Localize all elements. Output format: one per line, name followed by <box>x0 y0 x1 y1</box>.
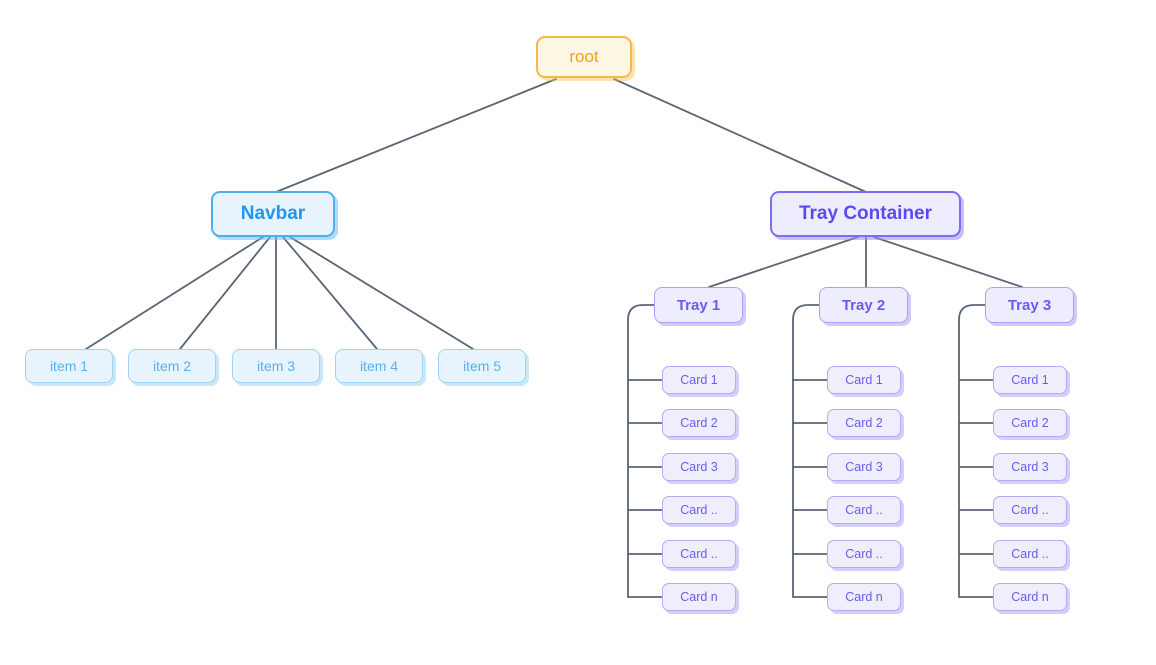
node-root[interactable]: root <box>536 36 632 78</box>
node-tray-1-card-5[interactable]: Card .. <box>662 540 736 568</box>
edge-navbar-item-2 <box>179 236 271 350</box>
node-tray-2-card-3[interactable]: Card 3 <box>827 453 901 481</box>
node-tray-2[interactable]: Tray 2 <box>819 287 908 323</box>
node-tray-1-card-2[interactable]: Card 2 <box>662 409 736 437</box>
edge-root-traycontainer <box>613 78 867 193</box>
node-nav-item-5[interactable]: item 5 <box>438 349 526 383</box>
node-nav-item-1[interactable]: item 1 <box>25 349 113 383</box>
trunk-tray-3 <box>958 304 986 598</box>
node-tray-3-card-5[interactable]: Card .. <box>993 540 1067 568</box>
node-tray-3-card-4[interactable]: Card .. <box>993 496 1067 524</box>
node-tray-3[interactable]: Tray 3 <box>985 287 1074 323</box>
edge-traycontainer-tray-1 <box>708 236 859 288</box>
node-tray-1-card-6[interactable]: Card n <box>662 583 736 611</box>
node-nav-item-2[interactable]: item 2 <box>128 349 216 383</box>
trunk-tray-1 <box>627 304 655 598</box>
node-tray-container[interactable]: Tray Container <box>770 191 961 237</box>
node-nav-item-3[interactable]: item 3 <box>232 349 320 383</box>
edge-navbar-item-1 <box>85 236 264 350</box>
edge-navbar-item-5 <box>289 236 474 350</box>
edge-navbar-item-4 <box>282 236 378 350</box>
node-tray-2-card-6[interactable]: Card n <box>827 583 901 611</box>
node-tray-1[interactable]: Tray 1 <box>654 287 743 323</box>
node-nav-item-4[interactable]: item 4 <box>335 349 423 383</box>
node-tray-2-card-4[interactable]: Card .. <box>827 496 901 524</box>
edge-root-navbar <box>275 78 557 193</box>
node-tray-1-card-3[interactable]: Card 3 <box>662 453 736 481</box>
node-tray-1-card-4[interactable]: Card .. <box>662 496 736 524</box>
node-tray-3-card-6[interactable]: Card n <box>993 583 1067 611</box>
node-tray-3-card-1[interactable]: Card 1 <box>993 366 1067 394</box>
node-tray-1-card-1[interactable]: Card 1 <box>662 366 736 394</box>
node-tray-2-card-2[interactable]: Card 2 <box>827 409 901 437</box>
node-tray-2-card-5[interactable]: Card .. <box>827 540 901 568</box>
node-tray-3-card-2[interactable]: Card 2 <box>993 409 1067 437</box>
edge-traycontainer-tray-3 <box>873 236 1023 288</box>
node-tray-2-card-1[interactable]: Card 1 <box>827 366 901 394</box>
node-navbar[interactable]: Navbar <box>211 191 335 237</box>
trunk-tray-2 <box>792 304 820 598</box>
node-tray-3-card-3[interactable]: Card 3 <box>993 453 1067 481</box>
